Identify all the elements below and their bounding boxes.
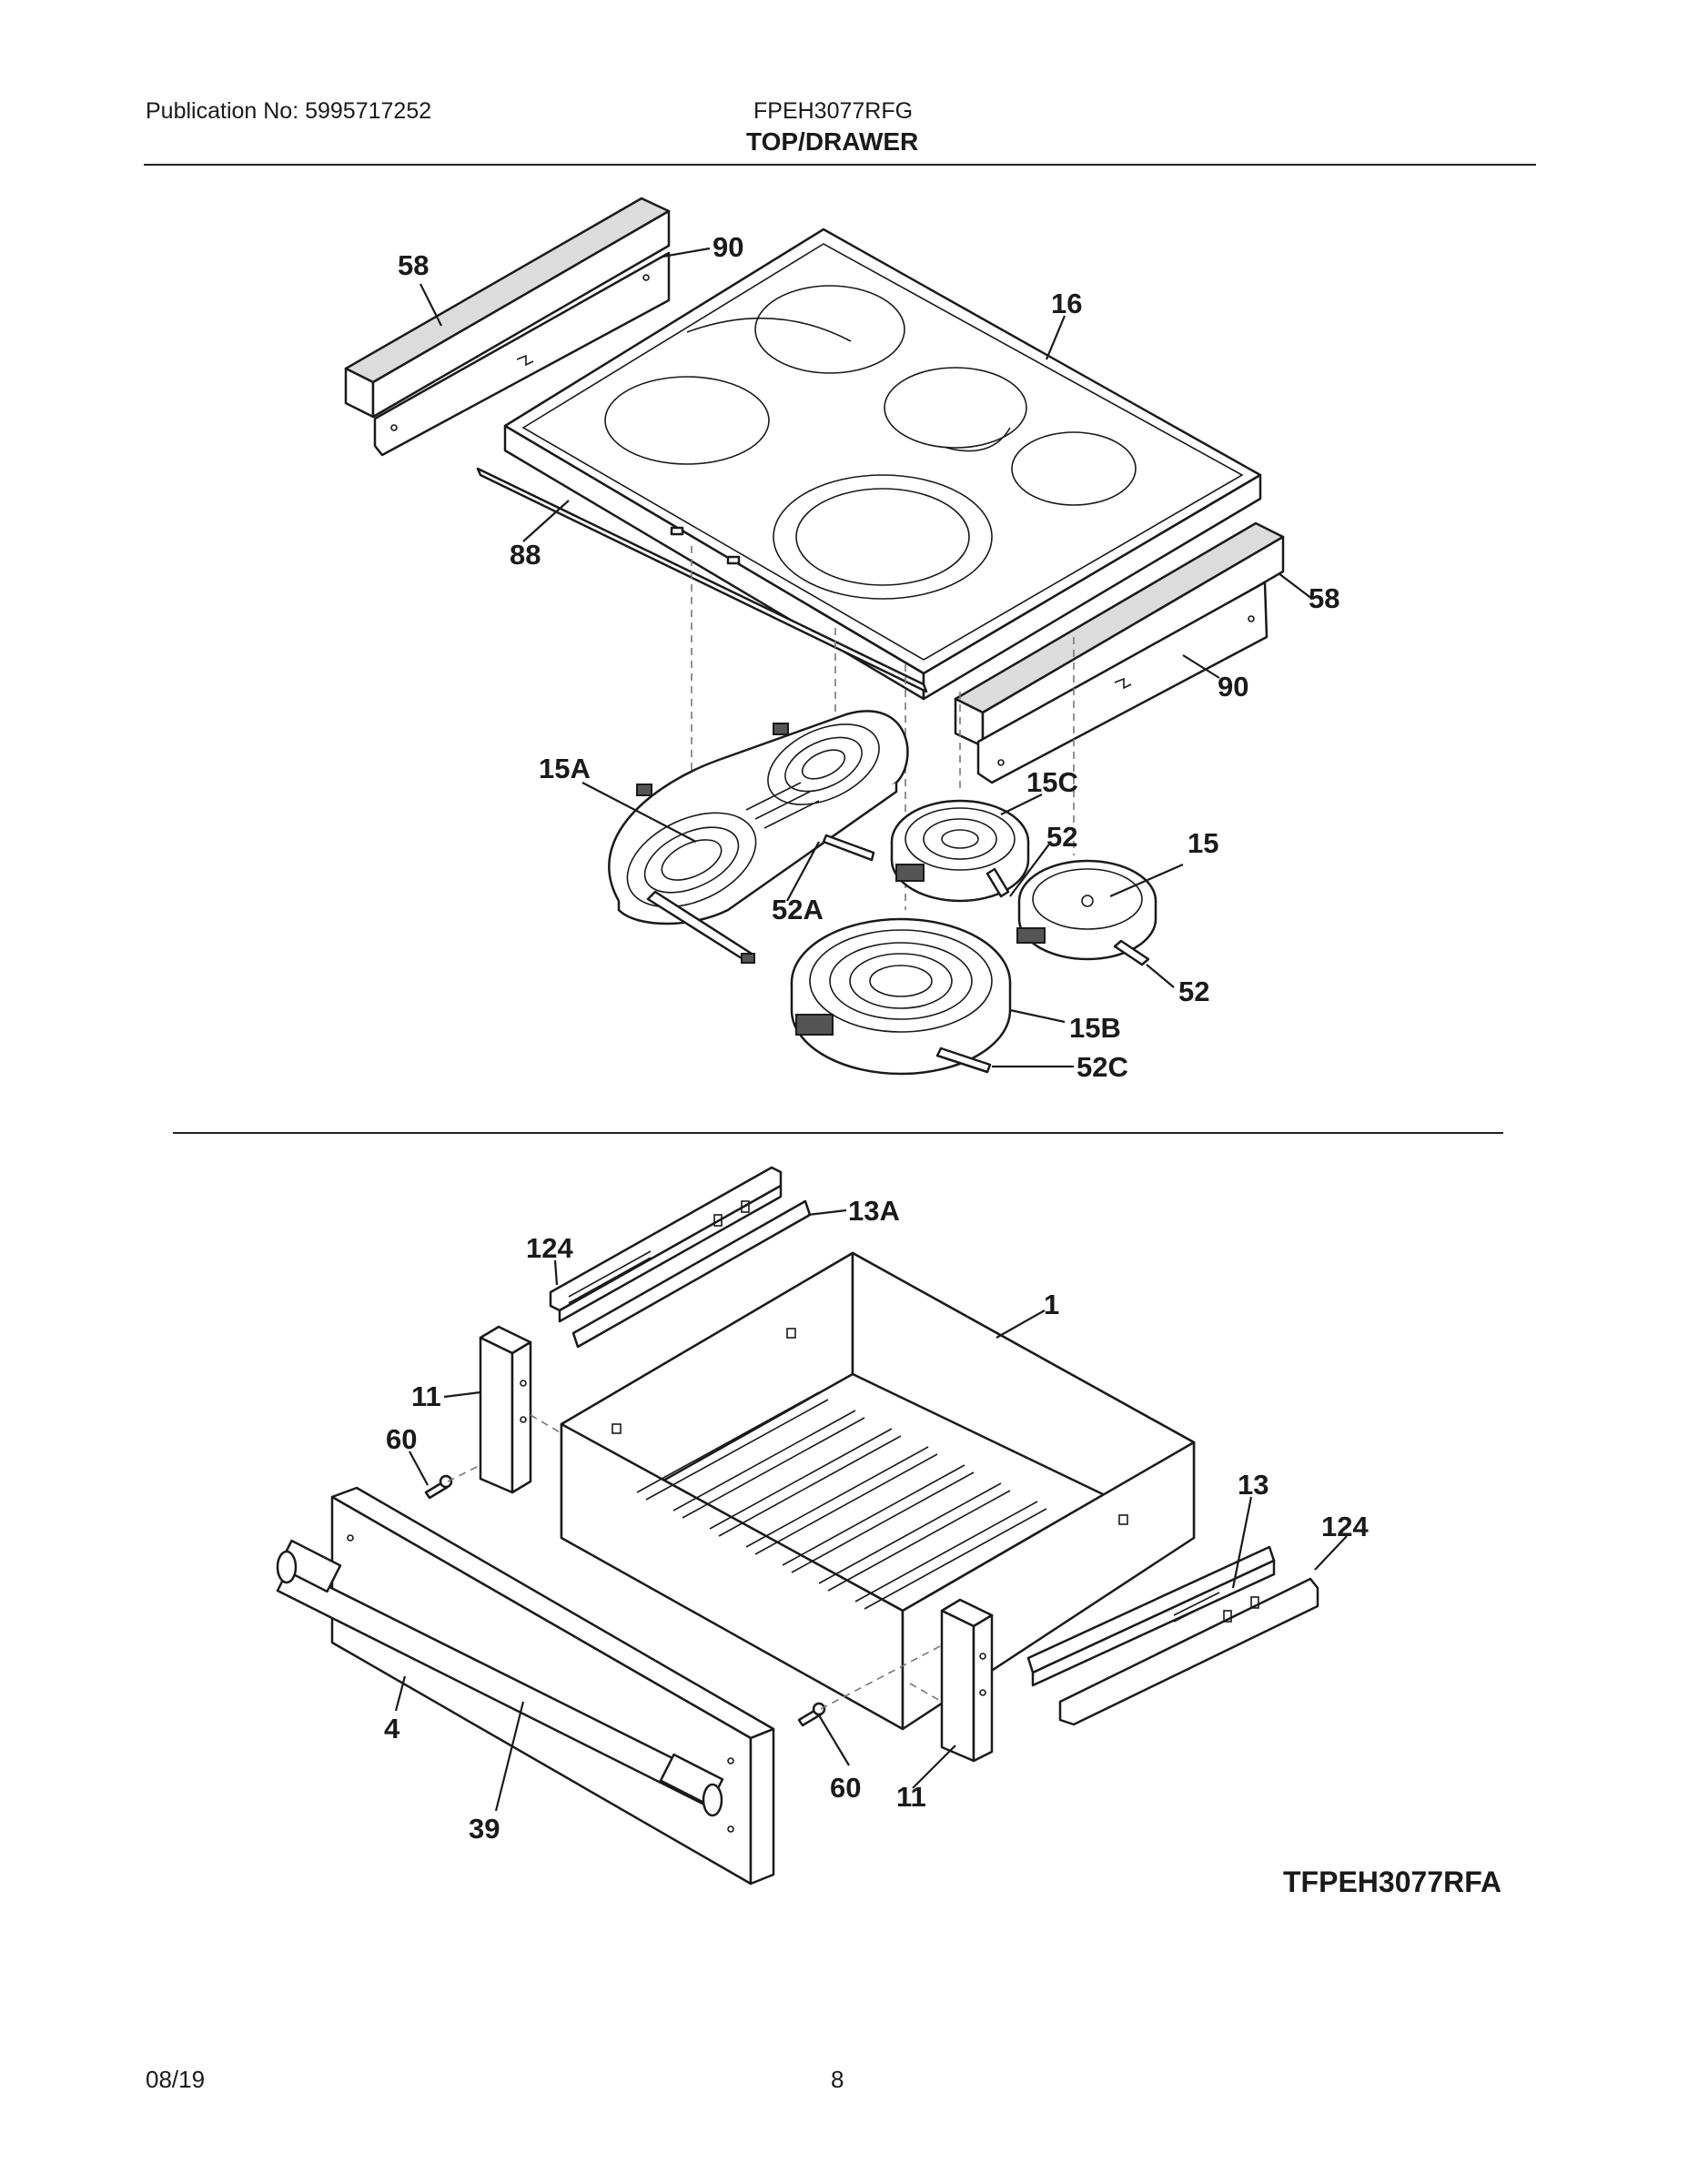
part-11-left-bracket xyxy=(479,1325,532,1494)
part-13-124-right-slide xyxy=(1026,1545,1319,1726)
label-124-left: 124 xyxy=(526,1232,573,1264)
label-11-right: 11 xyxy=(896,1781,926,1813)
drawer-guide-lines xyxy=(447,1414,943,1710)
label-58-left: 58 xyxy=(398,249,429,281)
top-leader-lines xyxy=(419,247,1313,1068)
part-58-right-trim xyxy=(954,521,1285,748)
bottom-leader-lines xyxy=(394,1208,1348,1812)
label-58-right: 58 xyxy=(1309,582,1339,614)
part-88-strip xyxy=(476,467,928,693)
part-39-handle xyxy=(276,1539,724,1817)
label-88: 88 xyxy=(510,539,541,571)
label-1: 1 xyxy=(1044,1289,1059,1320)
part-11-right-bracket xyxy=(940,1598,994,1763)
label-15: 15 xyxy=(1188,827,1218,859)
label-52-upper: 52 xyxy=(1046,821,1077,853)
label-52a: 52A xyxy=(772,894,824,925)
label-15c: 15C xyxy=(1026,766,1078,798)
label-16: 16 xyxy=(1051,288,1082,319)
label-90-left: 90 xyxy=(713,231,743,263)
footer-date: 08/19 xyxy=(146,2066,206,2093)
drawer-floor-ribs xyxy=(636,1391,1047,1610)
part-90-left-bracket xyxy=(373,251,671,457)
label-39: 39 xyxy=(469,1813,500,1845)
page-number: 8 xyxy=(831,2066,844,2093)
part-124-13a-left-slide xyxy=(549,1166,812,1349)
label-4: 4 xyxy=(384,1713,400,1744)
header-rule xyxy=(144,164,1536,166)
part-60-right-screw xyxy=(797,1702,826,1727)
label-60-right: 60 xyxy=(830,1772,861,1804)
part-90-right-bracket xyxy=(976,581,1269,784)
part-1-drawer-box xyxy=(560,1251,1196,1731)
part-15b-element xyxy=(790,917,1012,1076)
publication-number: Publication No: 5995717252 xyxy=(146,98,432,124)
label-13a: 13A xyxy=(848,1195,900,1227)
label-15a: 15A xyxy=(539,753,591,784)
part-16-cooktop xyxy=(503,228,1262,701)
section-divider xyxy=(173,1132,1503,1134)
label-124-right: 124 xyxy=(1321,1511,1369,1542)
model-number: FPEH3077RFG xyxy=(753,98,914,124)
part-52a-wire xyxy=(646,834,875,964)
label-90-right: 90 xyxy=(1218,671,1248,703)
part-15-element xyxy=(1016,859,1157,966)
label-52c: 52C xyxy=(1076,1051,1128,1083)
diagram-code: TFPEH3077RFA xyxy=(1283,1866,1502,1898)
part-15c-element xyxy=(890,799,1030,903)
label-15b: 15B xyxy=(1069,1012,1121,1044)
part-60-left-screw xyxy=(424,1474,453,1500)
part-15a-dual-element xyxy=(608,710,909,925)
label-60-left: 60 xyxy=(386,1423,417,1455)
label-11-left: 11 xyxy=(411,1380,441,1412)
part-58-left-trim xyxy=(344,197,671,419)
label-52-lower: 52 xyxy=(1178,976,1209,1007)
label-13: 13 xyxy=(1238,1469,1269,1501)
section-title: TOP/DRAWER xyxy=(746,127,919,156)
